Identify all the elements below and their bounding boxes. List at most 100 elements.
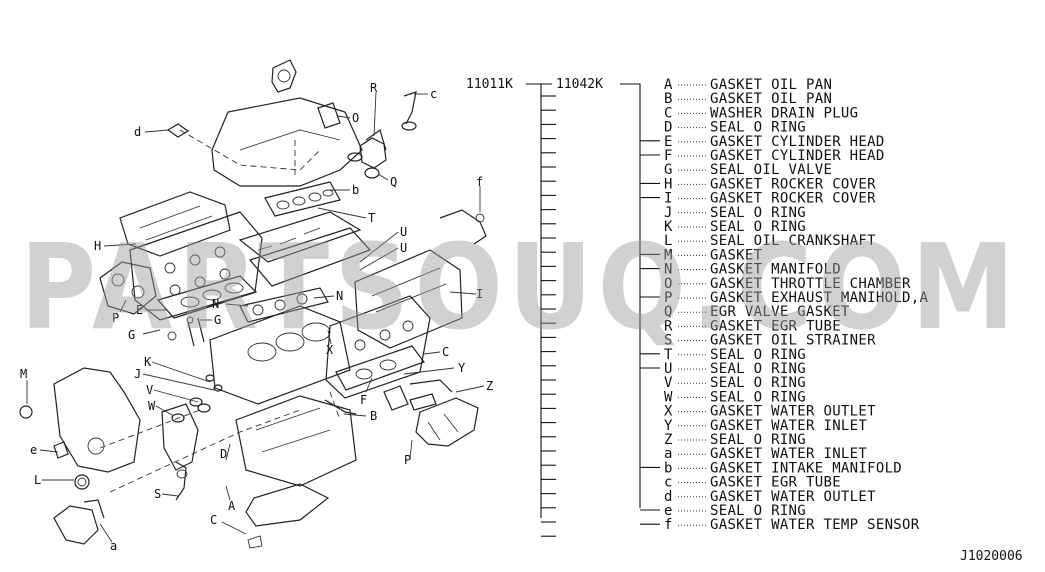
callout-W: W (148, 399, 156, 413)
callout-U-lower: U (400, 241, 407, 255)
legend-letter: e (664, 503, 673, 519)
callout-U-upper: U (400, 225, 407, 239)
callout-d: d (134, 125, 141, 139)
legend-item: J SEAL O RING (664, 205, 806, 221)
legend-item: K SEAL O RING (664, 219, 806, 235)
callout-F: F (360, 393, 367, 407)
legend-name: SEAL O RING (710, 120, 806, 136)
callout-I: I (476, 287, 483, 301)
legend-letter: E (664, 134, 673, 150)
legend-item: D SEAL O RING (664, 120, 806, 136)
part-number-sub: 11042K (556, 77, 603, 92)
callout-b: b (352, 183, 359, 197)
callout-A: A (228, 499, 236, 513)
legend-letter: U (664, 361, 673, 377)
legend-letter: O (664, 276, 673, 292)
legend-name: SEAL O RING (710, 389, 806, 405)
legend-item: H GASKET ROCKER COVER (664, 176, 876, 192)
callout-a: a (110, 539, 117, 553)
legend-letter: Z (664, 432, 673, 448)
legend-letter: I (664, 191, 673, 207)
callout-D: D (220, 447, 227, 461)
legend-name: SEAL OIL CRANKSHAFT (710, 233, 876, 249)
callout-f: f (476, 175, 483, 189)
legend-item: T SEAL O RING (664, 347, 806, 363)
callout-P-right: P (404, 453, 411, 467)
legend-name: SEAL O RING (710, 432, 806, 448)
legend-letter: X (664, 404, 673, 420)
callout-S: S (154, 487, 161, 501)
legend-letter: J (664, 205, 673, 221)
legend-name: SEAL O RING (710, 205, 806, 221)
legend-name: GASKET WATER OUTLET (710, 404, 876, 420)
legend-name: SEAL O RING (710, 503, 806, 519)
callout-T: T (368, 211, 375, 225)
legend-letter: L (664, 233, 673, 249)
legend-name: GASKET OIL PAN (710, 91, 832, 107)
legend-name: GASKET (710, 247, 763, 263)
legend-letter: W (664, 389, 673, 405)
callout-Y: Y (458, 361, 466, 375)
legend-letter: D (664, 120, 673, 136)
legend-item: e SEAL O RING (664, 503, 806, 519)
callout-P-left: P (112, 311, 119, 325)
legend-name: GASKET EGR TUBE (710, 318, 841, 334)
legend-letter: Q (664, 304, 673, 320)
legend-name: SEAL O RING (710, 347, 806, 363)
legend-letter: C (664, 105, 673, 121)
legend-letter: M (664, 247, 673, 263)
legend-name: GASKET WATER INLET (710, 418, 867, 434)
legend-letter: A (664, 77, 673, 93)
legend-item: Y GASKET WATER INLET (664, 418, 867, 434)
part-number-tree: 11011K 11042K (466, 77, 660, 537)
part-number-main: 11011K (466, 77, 513, 92)
callout-Z: Z (486, 379, 493, 393)
callout-C-right: C (442, 345, 449, 359)
legend-letter: P (664, 290, 673, 306)
legend-name: GASKET CYLINDER HEAD (710, 148, 885, 164)
legend-name: GASKET ROCKER COVER (710, 176, 876, 192)
legend-item: B GASKET OIL PAN (664, 91, 832, 107)
callout-c-top: c (430, 87, 437, 101)
callout-Q: Q (390, 175, 397, 189)
legend-item: M GASKET (664, 247, 763, 263)
legend-name: GASKET WATER OUTLET (710, 489, 876, 505)
legend-letter: Y (664, 418, 673, 434)
legend-letter: N (664, 262, 673, 278)
legend-item: A GASKET OIL PAN (664, 77, 832, 93)
legend-name: GASKET ROCKER COVER (710, 191, 876, 207)
callout-N-left: N (212, 297, 219, 311)
legend-letter: H (664, 176, 673, 192)
legend-letter: T (664, 347, 673, 363)
callout-V: V (146, 383, 153, 397)
engine-line-art (19, 59, 487, 549)
callout-K: K (144, 355, 152, 369)
diagram-id: J1020006 (960, 549, 1023, 564)
legend-name: GASKET CYLINDER HEAD (710, 134, 885, 150)
callout-N-right: N (336, 289, 343, 303)
legend-letter: K (664, 219, 673, 235)
legend-name: GASKET MANIFOLD (710, 262, 841, 278)
legend-name: SEAL O RING (710, 219, 806, 235)
legend-item: W SEAL O RING (664, 389, 806, 405)
legend-letter: S (664, 333, 673, 349)
legend-item: N GASKET MANIFOLD (664, 262, 841, 278)
callout-E: E (136, 303, 143, 317)
legend-letter: B (664, 91, 673, 107)
watermark: PARTSOUQ.COM (20, 218, 1020, 356)
legend-name: GASKET WATER INLET (710, 446, 867, 462)
legend-name: GASKET OIL PAN (710, 77, 832, 93)
legend-name: GASKET EGR TUBE (710, 475, 841, 491)
legend-letter: f (664, 517, 673, 533)
